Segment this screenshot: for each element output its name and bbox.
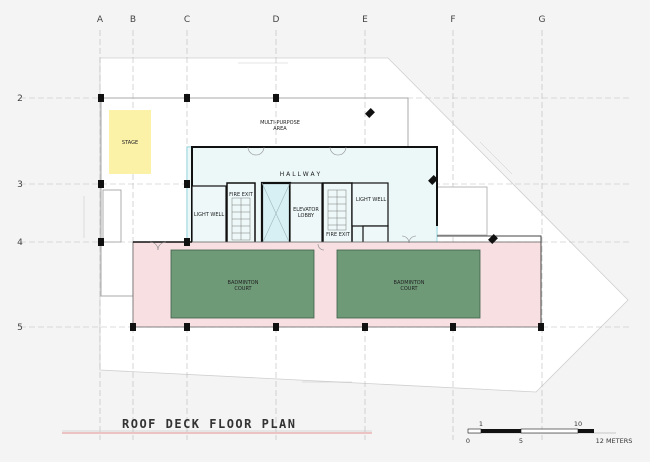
- badminton-left-label-2: COURT: [234, 286, 252, 292]
- stage-label: STAGE: [122, 140, 138, 146]
- elevator-shaft-cross: [261, 182, 291, 245]
- door-swings: [149, 146, 417, 251]
- multi-purpose-label-1: MULTI-PURPOSE: [260, 120, 300, 126]
- scale-tick-12: 12 METERS: [596, 437, 633, 445]
- grid-label-c: C: [184, 15, 190, 25]
- grid-column-labels: A B C D E F G: [97, 15, 546, 25]
- grid-label-g: G: [539, 15, 546, 25]
- elevator-lobby: [289, 182, 323, 245]
- fire-exit-right-stair: [327, 189, 347, 231]
- boundary-markings: [83, 62, 513, 383]
- grid-label-a: A: [97, 15, 104, 25]
- light-well-left: [191, 185, 227, 245]
- elevator-lobby-label-1: ELEVATOR: [293, 207, 319, 213]
- fire-exit-left-stair: [231, 197, 251, 241]
- badminton-left-label-1: BADMINTON: [228, 280, 259, 286]
- grid-label-5: 5: [17, 323, 23, 333]
- badminton-right-label-2: COURT: [400, 286, 418, 292]
- grid-label-4: 4: [17, 238, 23, 248]
- light-well-right-label: LIGHT WELL: [356, 197, 386, 203]
- light-well-right-notch: [362, 225, 389, 245]
- fire-exit-left-label: FIRE EXIT: [229, 192, 254, 198]
- grid-label-d: D: [273, 15, 280, 25]
- east-annex: [436, 186, 488, 236]
- west-alcove: [102, 189, 122, 243]
- hallway-label: H A L L W A Y: [280, 171, 321, 178]
- court-zone-east-wall: [437, 235, 542, 327]
- elevator-lobby-label-2: LOBBY: [298, 213, 315, 219]
- scale-tick-0: 0: [466, 437, 470, 445]
- badminton-court-left: [170, 249, 315, 319]
- scale-tick-10: 10: [574, 420, 582, 428]
- scale-tick-5: 5: [519, 437, 523, 445]
- grid-label-3: 3: [17, 180, 23, 190]
- grid-row-labels: 2 3 4 5: [17, 94, 23, 333]
- badminton-court-right: [336, 249, 481, 319]
- grid-label-2: 2: [17, 94, 23, 104]
- stage-area: [109, 110, 151, 174]
- structural-columns: [98, 94, 544, 331]
- scale-tick-1: 1: [479, 420, 483, 428]
- grid-label-e: E: [362, 15, 368, 25]
- room-labels: STAGE MULTI-PURPOSE AREA H A L L W A Y L…: [122, 120, 425, 292]
- grid-label-b: B: [130, 15, 136, 25]
- badminton-right-label-1: BADMINTON: [394, 280, 425, 286]
- light-well-right: [351, 182, 389, 227]
- light-well-left-label: LIGHT WELL: [194, 212, 224, 218]
- multi-purpose-label-2: AREA: [273, 126, 287, 132]
- scale-bar: 0 1 5 10 12 METERS: [466, 420, 632, 445]
- fire-exit-right-label: FIRE EXIT: [326, 232, 351, 238]
- grid-label-f: F: [450, 15, 455, 25]
- drawing-title: ROOF DECK FLOOR PLAN: [122, 417, 297, 431]
